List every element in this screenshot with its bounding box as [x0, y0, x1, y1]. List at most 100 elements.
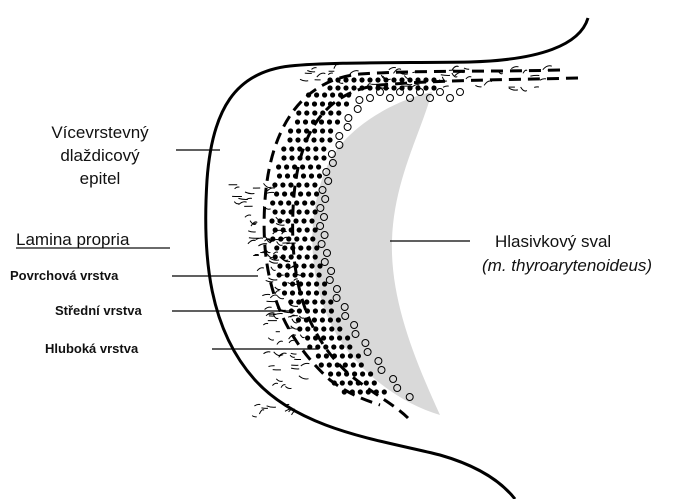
dot-mark: [351, 77, 356, 82]
squiggle-mark: [299, 376, 309, 379]
dot-mark: [340, 380, 345, 385]
dot-mark: [348, 380, 353, 385]
squiggle-mark: [252, 416, 257, 417]
squiggle-mark: [289, 340, 294, 342]
label-muscle-latin: (m. thyroarytenoideus): [482, 256, 652, 275]
dot-mark: [269, 218, 274, 223]
squiggle-mark: [259, 410, 264, 414]
dot-mark: [297, 308, 302, 313]
squiggle-mark: [285, 386, 291, 388]
dot-mark: [316, 164, 321, 169]
dot-mark: [328, 317, 333, 322]
squiggle-mark: [272, 383, 278, 385]
dot-mark: [415, 85, 420, 90]
squiggle-mark: [264, 352, 271, 354]
dot-mark: [335, 85, 340, 90]
dot-mark: [314, 290, 319, 295]
dot-mark: [277, 272, 282, 277]
squiggle-mark: [268, 278, 277, 280]
squiggle-mark: [291, 368, 299, 369]
dot-mark: [343, 85, 348, 90]
dot-mark: [306, 281, 311, 286]
dot-mark: [296, 299, 301, 304]
dot-mark: [335, 119, 340, 124]
squiggle-mark: [245, 215, 251, 217]
squiggle-mark: [530, 75, 539, 76]
dot-mark: [383, 85, 388, 90]
dot-mark: [273, 227, 278, 232]
label-middle-layer: Střední vrstva: [55, 303, 142, 318]
squiggle-mark: [277, 341, 283, 344]
dot-mark: [407, 85, 412, 90]
dot-mark: [312, 101, 317, 106]
squiggle-mark: [248, 231, 256, 232]
circle-mark: [447, 95, 454, 102]
squiggle-mark: [276, 223, 284, 225]
dot-mark: [340, 353, 345, 358]
dot-mark: [309, 173, 314, 178]
dot-mark: [328, 371, 333, 376]
dot-mark: [352, 371, 357, 376]
dot-mark: [305, 254, 310, 259]
dot-mark: [313, 254, 318, 259]
squiggle-mark: [300, 79, 308, 81]
dot-mark: [375, 77, 380, 82]
dot-mark: [314, 281, 319, 286]
dot-mark: [317, 272, 322, 277]
dot-mark: [295, 119, 300, 124]
dot-mark: [319, 362, 324, 367]
dot-mark: [312, 182, 317, 187]
dot-mark: [360, 371, 365, 376]
dot-mark: [282, 191, 287, 196]
dot-mark: [367, 77, 372, 82]
squiggle-mark: [262, 294, 270, 295]
dot-mark: [327, 362, 332, 367]
squiggle-mark: [328, 73, 333, 75]
dot-mark: [289, 254, 294, 259]
dot-mark: [372, 380, 377, 385]
dot-mark: [348, 353, 353, 358]
dot-mark: [321, 326, 326, 331]
dot-mark: [284, 164, 289, 169]
squiggle-mark: [250, 221, 256, 225]
dot-mark: [305, 326, 310, 331]
circle-mark: [437, 89, 444, 96]
dot-mark: [351, 362, 356, 367]
dot-mark: [289, 155, 294, 160]
dot-mark: [407, 77, 412, 82]
dot-mark: [294, 200, 299, 205]
dot-mark: [285, 263, 290, 268]
squiggle-mark: [275, 287, 281, 290]
dot-mark: [297, 209, 302, 214]
dot-mark: [304, 110, 309, 115]
circle-mark: [367, 95, 374, 102]
dot-mark: [280, 182, 285, 187]
dot-mark: [277, 173, 282, 178]
dot-mark: [329, 308, 334, 313]
squiggle-mark: [389, 67, 396, 69]
squiggle-mark: [523, 70, 527, 73]
squiggle-mark: [234, 202, 238, 204]
dot-mark: [300, 164, 305, 169]
squiggle-mark: [511, 67, 518, 69]
dot-mark: [321, 155, 326, 160]
dot-mark: [301, 272, 306, 277]
squiggle-mark: [509, 88, 518, 90]
dot-mark: [339, 344, 344, 349]
label-epithelium-line2: dlaždicový: [60, 146, 140, 165]
dot-mark: [347, 344, 352, 349]
squiggle-mark: [294, 279, 298, 281]
dot-mark: [423, 85, 428, 90]
label-superficial-layer: Povrchová vrstva: [10, 268, 119, 283]
dot-mark: [313, 308, 318, 313]
dot-mark: [331, 344, 336, 349]
squiggle-mark: [248, 240, 256, 244]
squiggle-mark: [265, 307, 272, 309]
dot-mark: [320, 110, 325, 115]
dot-mark: [327, 85, 332, 90]
dot-mark: [305, 209, 310, 214]
dot-mark: [302, 236, 307, 241]
dot-mark: [327, 137, 332, 142]
dot-mark: [301, 218, 306, 223]
dot-mark: [302, 200, 307, 205]
